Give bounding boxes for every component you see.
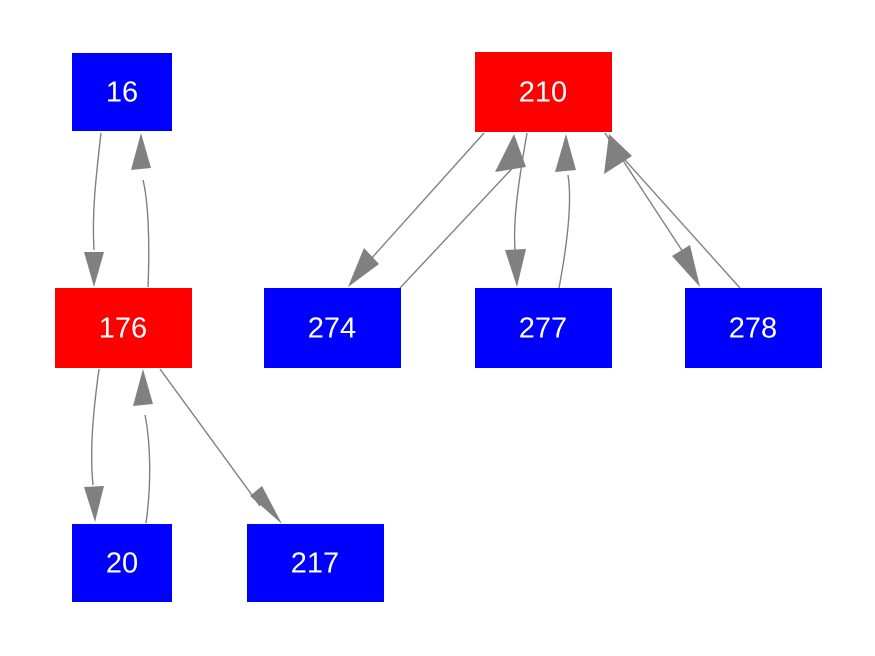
node-176-label: 176 — [99, 313, 147, 345]
node-278-label: 278 — [729, 313, 777, 345]
edge-277-to-210[interactable] — [555, 134, 576, 289]
node-176[interactable]: 176 — [55, 288, 192, 368]
node-274-rect[interactable] — [264, 288, 401, 368]
edge-16-to-176[interactable] — [84, 132, 104, 287]
node-278-rect[interactable] — [685, 288, 822, 368]
node-277-label: 277 — [519, 313, 567, 345]
node-210[interactable]: 210 — [475, 52, 612, 132]
edge-210-to-274[interactable] — [348, 132, 485, 287]
node-layer: 16 176 20 217 210 274 — [55, 52, 822, 602]
node-217[interactable]: 217 — [247, 524, 384, 602]
edge-210-to-277[interactable] — [505, 132, 528, 287]
node-20[interactable]: 20 — [72, 524, 172, 602]
node-277[interactable]: 277 — [475, 288, 612, 368]
node-16-rect[interactable] — [72, 53, 172, 131]
edge-176-to-20[interactable] — [84, 368, 104, 522]
node-20-label: 20 — [106, 548, 138, 580]
edge-layer — [84, 132, 741, 524]
edge-278-to-210[interactable] — [604, 134, 741, 289]
edge-274-to-210[interactable] — [399, 134, 526, 289]
node-176-rect[interactable] — [55, 288, 192, 368]
node-16-label: 16 — [106, 77, 138, 109]
edge-176-to-217[interactable] — [159, 368, 282, 524]
edge-176-to-16[interactable] — [131, 133, 151, 288]
node-278[interactable]: 278 — [685, 288, 822, 368]
node-277-rect[interactable] — [475, 288, 612, 368]
node-210-rect[interactable] — [475, 52, 612, 132]
node-217-label: 217 — [291, 548, 339, 580]
node-274-label: 274 — [308, 313, 356, 345]
node-217-rect[interactable] — [247, 524, 384, 602]
node-210-label: 210 — [519, 77, 567, 109]
node-16[interactable]: 16 — [72, 53, 172, 131]
edge-20-to-176[interactable] — [133, 369, 153, 524]
node-274[interactable]: 274 — [264, 288, 401, 368]
node-20-rect[interactable] — [72, 524, 172, 602]
